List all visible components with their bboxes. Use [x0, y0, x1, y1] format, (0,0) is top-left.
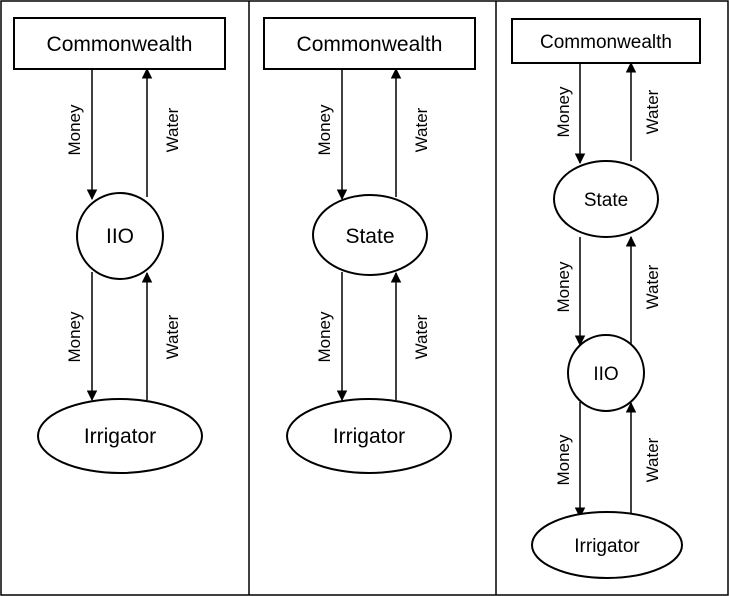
panel-1: Commonwealth Money Water IIO Money Water… — [13, 17, 226, 474]
commonwealth-label: Commonwealth — [540, 32, 672, 53]
water-label-lower: Water — [412, 314, 431, 359]
commonwealth-label: Commonwealth — [47, 33, 193, 56]
state-node — [553, 160, 659, 238]
state-label: State — [345, 225, 394, 248]
irrigator-node — [286, 398, 452, 474]
irrigator-node — [531, 511, 683, 579]
iio-node — [567, 334, 645, 412]
water-label-3: Water — [643, 437, 662, 482]
commonwealth-label: Commonwealth — [297, 33, 443, 56]
state-node — [312, 194, 428, 276]
money-label-upper: Money — [315, 104, 334, 156]
irrigator-label: Irrigator — [333, 425, 405, 448]
money-label-lower: Money — [65, 311, 84, 363]
iio-node — [76, 192, 164, 280]
panel-2: Commonwealth Money Water State Money Wat… — [263, 17, 476, 474]
water-label-upper: Water — [163, 107, 182, 152]
water-label-lower: Water — [163, 314, 182, 359]
state-label: State — [584, 190, 628, 211]
irrigator-label: Irrigator — [84, 425, 156, 448]
iio-label: IIO — [106, 225, 134, 248]
iio-label: IIO — [593, 364, 618, 385]
water-label-2: Water — [643, 264, 662, 309]
irrigator-node — [37, 398, 203, 474]
money-label-lower: Money — [315, 311, 334, 363]
water-label-upper: Water — [412, 107, 431, 152]
commonwealth-box — [13, 17, 226, 70]
commonwealth-box — [263, 17, 476, 70]
commonwealth-box — [511, 18, 701, 64]
panel-3: Commonwealth Money Water State Money Wat… — [511, 18, 701, 579]
irrigator-label: Irrigator — [574, 536, 640, 557]
money-label-2: Money — [554, 261, 573, 313]
water-label-1: Water — [643, 89, 662, 134]
money-label-3: Money — [554, 434, 573, 486]
money-label-upper: Money — [65, 104, 84, 156]
money-label-1: Money — [554, 86, 573, 138]
